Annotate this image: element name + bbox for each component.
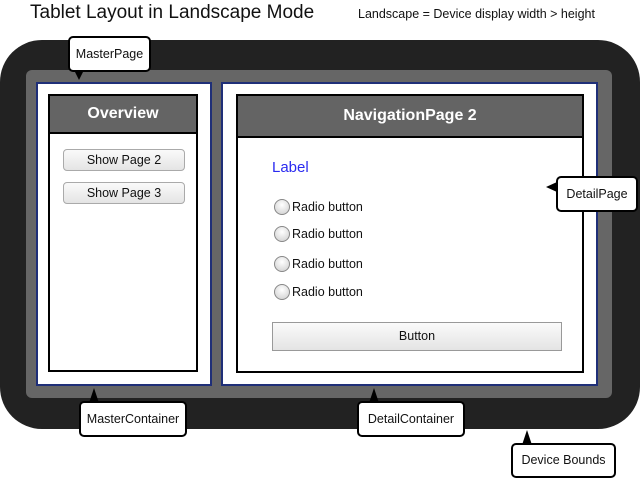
callout-master-container: MasterContainer: [79, 401, 187, 437]
detail-header: NavigationPage 2: [238, 96, 582, 138]
show-page-2-button[interactable]: Show Page 2: [63, 149, 185, 171]
diagram-title: Tablet Layout in Landscape Mode: [30, 2, 315, 23]
callout-device-bounds: Device Bounds: [511, 443, 616, 478]
show-page-3-button[interactable]: Show Page 3: [63, 182, 185, 204]
radio-label: Radio button: [292, 285, 363, 299]
radio-circle-icon: [274, 199, 290, 215]
radio-button-4[interactable]: Radio button: [274, 284, 363, 300]
callout-tail: [369, 388, 379, 403]
radio-circle-icon: [274, 256, 290, 272]
callout-detail-container: DetailContainer: [357, 401, 465, 437]
callout-tail: [522, 430, 532, 445]
radio-circle-icon: [274, 284, 290, 300]
radio-circle-icon: [274, 226, 290, 242]
radio-button-2[interactable]: Radio button: [274, 226, 363, 242]
callout-tail: [546, 182, 557, 192]
callout-tail: [89, 388, 99, 403]
detail-button[interactable]: Button: [272, 322, 562, 351]
callout-master-page: MasterPage: [68, 36, 151, 72]
radio-label: Radio button: [292, 227, 363, 241]
radio-label: Radio button: [292, 257, 363, 271]
master-header: Overview: [50, 96, 196, 134]
detail-label: Label: [272, 159, 309, 176]
callout-detail-page: DetailPage: [556, 176, 638, 212]
master-page: Overview: [48, 94, 198, 372]
radio-button-3[interactable]: Radio button: [274, 256, 363, 272]
radio-button-1[interactable]: Radio button: [274, 199, 363, 215]
radio-label: Radio button: [292, 200, 363, 214]
diagram-subtitle: Landscape = Device display width > heigh…: [358, 7, 595, 21]
callout-tail: [74, 70, 84, 80]
